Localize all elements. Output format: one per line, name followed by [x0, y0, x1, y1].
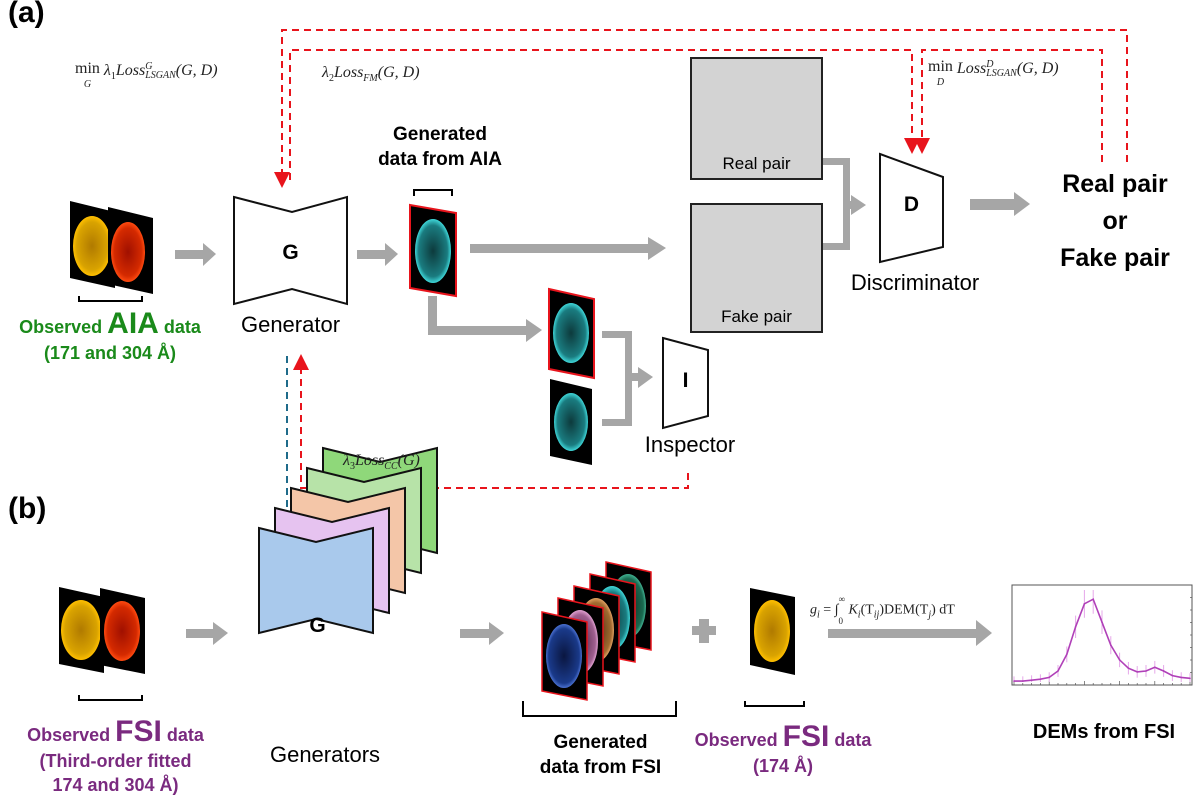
- arrow-input-to-generator: [175, 243, 216, 266]
- arrow-generated-to-fake-pair: [470, 237, 666, 260]
- inspector-shape[interactable]: [662, 336, 709, 430]
- generated-aia-caption: Generated data from AIA: [378, 124, 502, 170]
- generators-stack[interactable]: [258, 446, 438, 635]
- generators-symbol: G: [309, 614, 326, 637]
- generator-label: Generator: [240, 312, 341, 337]
- dem-axis-ticks: [1013, 584, 1192, 686]
- inspector-symbol: I: [682, 369, 689, 392]
- discriminator-output: Real pair or Fake pair: [1060, 170, 1170, 272]
- fsi-174-caption: Observed FSI data (174 Å): [694, 720, 872, 777]
- loss-path-discriminator: [914, 49, 1103, 162]
- loss-path-outer: [274, 29, 1128, 188]
- fake-pair-caption: Fake pair: [721, 307, 792, 326]
- correlation-loss: λ3LossCC(G): [343, 452, 420, 473]
- inspector-label: Inspector: [644, 432, 736, 457]
- generator-symbol: G: [282, 241, 299, 264]
- inspector-generated-image: [548, 287, 595, 380]
- fsi-174-bracket: [744, 701, 805, 707]
- aia-input-images: [70, 201, 153, 294]
- generated-bracket: [413, 189, 453, 196]
- generated-fsi-bracket: [522, 701, 677, 717]
- generator-shape[interactable]: [233, 195, 348, 306]
- aia-input-bracket: [78, 296, 143, 302]
- real-pair-box: Real pair: [690, 57, 823, 180]
- dem-chart-frame: [1011, 584, 1193, 686]
- loss-path-inspector: [293, 354, 689, 489]
- dem-caption: DEMs from FSI: [1032, 721, 1176, 743]
- arrow-generator-to-generated: [357, 243, 398, 266]
- fsi-input-caption: Observed FSI data (Third-order fitted 17…: [27, 715, 204, 796]
- dem-series-line: [1014, 598, 1191, 682]
- generators-label: Generators: [269, 742, 381, 767]
- aia-input-caption: Observed AIA data (171 and 304 Å): [19, 307, 201, 364]
- arrow-generators-to-generated: [460, 622, 504, 645]
- panel-a-label: (a): [8, 0, 45, 29]
- arrow-discriminator-to-output: [970, 192, 1030, 216]
- generated-fsi-stack: [541, 561, 652, 701]
- generator-layer-1[interactable]: [258, 526, 374, 635]
- fsi-input-bracket: [78, 695, 143, 701]
- panel-b-label: (b): [8, 492, 47, 525]
- dem-chart: [1011, 584, 1193, 686]
- fsi-174-image: [750, 588, 795, 675]
- generated-aia-image: [409, 203, 457, 298]
- discriminator-shape[interactable]: [879, 152, 944, 264]
- discriminator-label: Discriminator: [850, 270, 980, 295]
- arrow-pairs-to-discriminator: [822, 158, 866, 250]
- arrow-generated-to-inspector: [428, 296, 542, 342]
- discriminator-symbol: D: [903, 193, 920, 216]
- arrow-fsi-to-generators: [186, 622, 228, 645]
- real-pair-caption: Real pair: [722, 154, 791, 173]
- loss-path-inner: [289, 49, 920, 180]
- plus-icon: [692, 619, 716, 643]
- fsi-input-images: [59, 587, 145, 674]
- arrow-to-dem: [828, 620, 992, 646]
- inspector-real-image: [550, 379, 592, 465]
- dem-equation: gi = ∫∞0 Ki(Tij)DEM(Tj) dT: [810, 594, 955, 626]
- fake-pair-box: Fake pair: [690, 203, 823, 333]
- feature-matching-loss: λ2LossFM(G, D): [322, 64, 420, 85]
- generated-fsi-caption: Generated data from FSI: [539, 732, 662, 778]
- arrow-merge-to-inspector: [602, 331, 653, 426]
